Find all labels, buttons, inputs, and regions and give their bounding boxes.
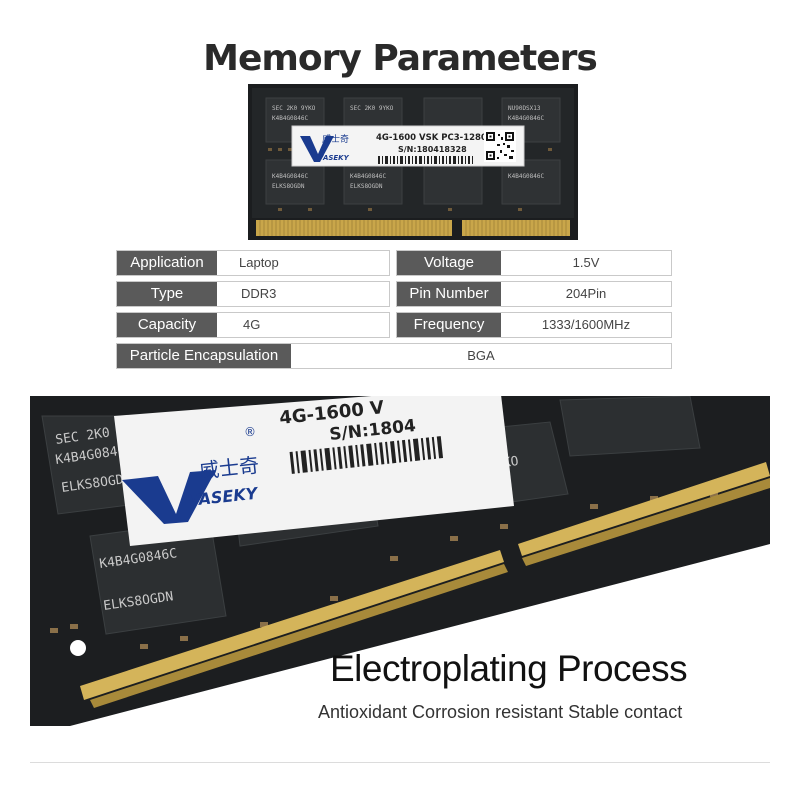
spec-label: Application	[117, 251, 217, 275]
spec-row-application: Application Laptop	[116, 250, 390, 276]
spec-value: DDR3	[241, 286, 277, 301]
chip-marking: SEC 2K0 9YKO	[272, 105, 316, 112]
spec-label: Frequency	[397, 313, 501, 337]
spec-label: Pin Number	[397, 282, 501, 306]
chip-marking: ELKS8OGDN	[350, 183, 383, 190]
spec-value: 1333/1600MHz	[541, 317, 631, 332]
chip-marking: K4B4G0846C	[508, 173, 545, 180]
chip-marking: K4B4G0846C	[272, 173, 309, 180]
spec-value: BGA	[467, 348, 495, 363]
chip-marking: K4B4G0846C	[508, 115, 545, 122]
brand-name: VASEKY	[318, 154, 350, 162]
spec-value: 1.5V	[572, 255, 600, 270]
ram-module-image: SEC 2K0 9YKO K4B4G0846C SEC 2K0 9YKO NU9…	[248, 84, 578, 240]
spec-label: Particle Encapsulation	[117, 344, 291, 368]
model-line: 4G-1600 VSK PC3-12800	[376, 133, 493, 143]
spec-row-pin-number: Pin Number 204Pin	[396, 281, 672, 307]
chip-marking: ELKS8OGDN	[272, 183, 305, 190]
chip-marking: NU90DSX13	[508, 105, 541, 112]
spec-row-voltage: Voltage 1.5V	[396, 250, 672, 276]
divider	[30, 762, 770, 763]
chip-marking: K4B4G0846C	[272, 115, 309, 122]
brand-logo-text: 威士奇	[322, 133, 349, 145]
page-title: Memory Parameters	[203, 38, 598, 79]
qr-code-icon	[484, 130, 516, 162]
spec-row-type: Type DDR3	[116, 281, 390, 307]
feature-subtitle: Antioxidant Corrosion resistant Stable c…	[318, 702, 683, 722]
spec-row-frequency: Frequency 1333/1600MHz	[396, 312, 672, 338]
serial-line: S/N:180418328	[398, 145, 467, 154]
spec-label: Voltage	[397, 251, 501, 275]
spec-value: 204Pin	[565, 286, 607, 301]
ram-module-closeup-image: SEC 2K0 8YKO K4B4G0846C ELKS8OGDN K4B4G0…	[30, 396, 770, 726]
chip-marking: SEC 2K0 9YKO	[350, 105, 394, 112]
spec-label: Capacity	[117, 313, 217, 337]
spec-row-capacity: Capacity 4G	[116, 312, 390, 338]
spec-row-particle-encapsulation: Particle Encapsulation BGA	[116, 343, 672, 369]
feature-title: Electroplating Process	[330, 648, 688, 689]
chip-marking: K4B4G0846C	[350, 173, 387, 180]
spec-value: 4G	[243, 317, 261, 332]
spec-label: Type	[117, 282, 217, 306]
registered-mark: ®	[244, 425, 256, 439]
spec-value: Laptop	[239, 255, 279, 270]
